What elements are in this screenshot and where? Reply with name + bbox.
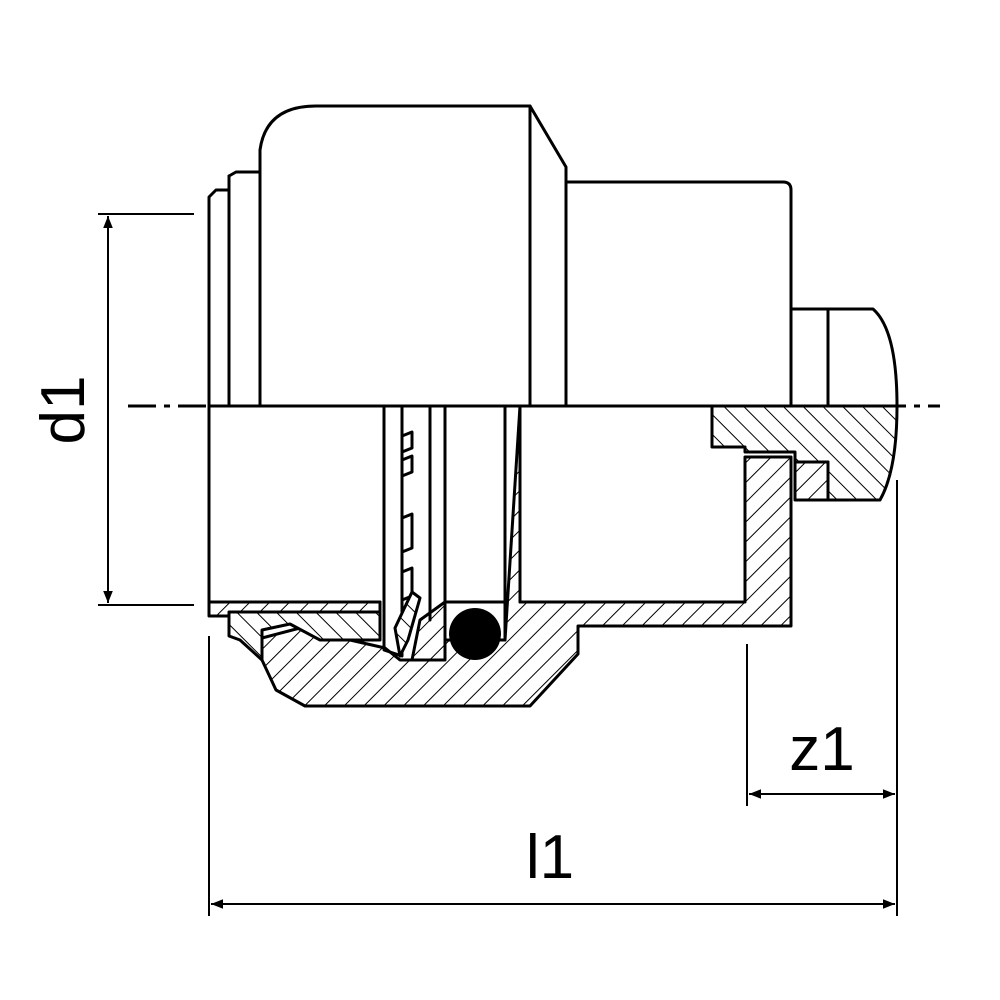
dimension-l1: l1 [208, 636, 895, 916]
spigot-exterior [789, 307, 899, 408]
section-view [207, 404, 899, 708]
grip-ring [382, 404, 404, 658]
spigot-step [793, 460, 830, 502]
grip-insert [393, 590, 422, 658]
label-z1: z1 [789, 715, 854, 784]
left-ring-inner [227, 170, 262, 178]
exterior-view [207, 104, 899, 408]
grip-sleeve [410, 600, 447, 662]
tube-guide [428, 404, 522, 642]
nut-section [227, 600, 382, 662]
body-section [260, 404, 793, 708]
dimension-d1: d1 [29, 213, 194, 606]
spigot-section [710, 404, 899, 502]
dimension-z1: z1 [746, 480, 898, 916]
o-ring [449, 608, 501, 660]
grip-teeth [400, 430, 414, 602]
label-l1: l1 [526, 823, 574, 892]
union-nut-body [258, 104, 793, 408]
liner-section [207, 600, 382, 618]
label-d1: d1 [29, 376, 98, 445]
left-ring-outer [207, 188, 231, 408]
